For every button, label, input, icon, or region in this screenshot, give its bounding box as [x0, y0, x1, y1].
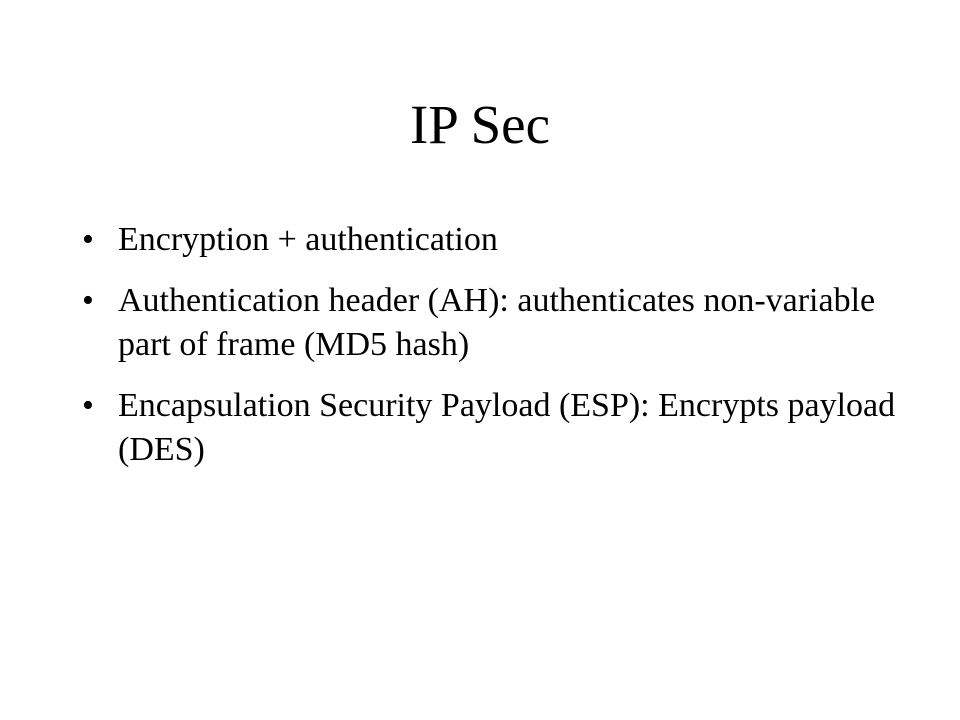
bullet-icon: •	[82, 221, 94, 258]
slide-title: IP Sec	[409, 94, 551, 155]
bullet-list: • Encryption + authentication • Authenti…	[82, 218, 902, 489]
bullet-icon: •	[82, 387, 94, 424]
bullet-text: Encryption + authentication	[118, 221, 498, 258]
bullet-text: Authentication header (AH): authenticate…	[118, 282, 876, 363]
bullet-icon: •	[82, 282, 94, 319]
bullet-text: Encapsulation Security Payload (ESP): En…	[118, 387, 896, 468]
bullet-item: • Authentication header (AH): authentica…	[82, 279, 902, 367]
bullet-item: • Encryption + authentication	[82, 218, 902, 262]
bullet-item: • Encapsulation Security Payload (ESP): …	[82, 384, 902, 472]
